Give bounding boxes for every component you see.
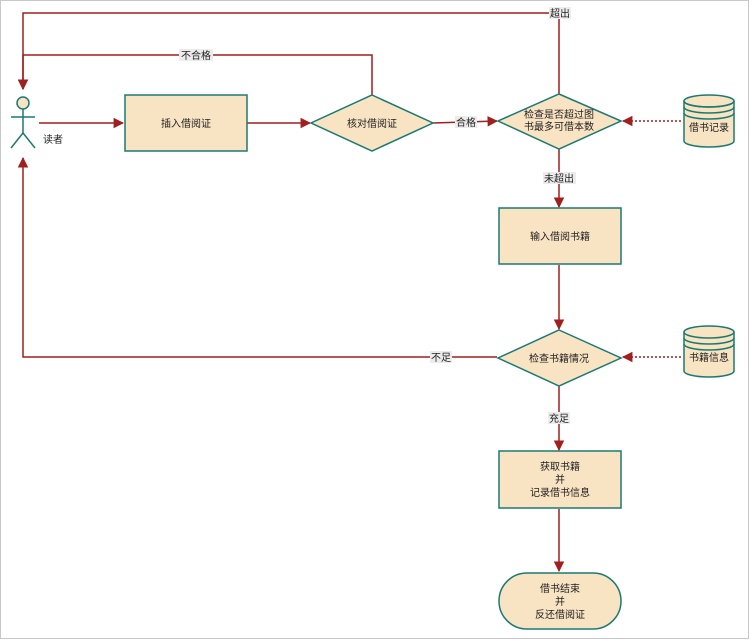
- label-unqualified: 不合格: [179, 49, 213, 62]
- svg-text:未超出: 未超出: [544, 172, 574, 185]
- label-qualified: 合格: [455, 116, 477, 129]
- node-verify-card: 核对借阅证: [309, 94, 435, 152]
- svg-text:书籍信息: 书籍信息: [689, 351, 729, 364]
- label-sufficient: 充足: [548, 412, 570, 425]
- label-insufficient: 不足: [430, 351, 452, 364]
- svg-text:充足: 充足: [549, 412, 569, 425]
- svg-text:并: 并: [555, 473, 565, 486]
- svg-text:反还借阅证: 反还借阅证: [535, 608, 585, 621]
- node-end: 借书结束 并 反还借阅证: [498, 572, 622, 630]
- db-borrow-record: 借书记录: [683, 94, 735, 148]
- svg-text:并: 并: [555, 595, 565, 608]
- label-exceed: 超出: [549, 7, 571, 20]
- svg-text:输入借阅书籍: 输入借阅书籍: [530, 230, 590, 243]
- svg-text:记录借书信息: 记录借书信息: [530, 486, 590, 499]
- svg-text:合格: 合格: [456, 116, 476, 129]
- node-input-book: 输入借阅书籍: [498, 207, 622, 265]
- node-insert-card: 插入借阅证: [124, 94, 248, 152]
- node-get-book: 获取书籍 并 记录借书信息: [498, 450, 622, 509]
- svg-text:借书结束: 借书结束: [540, 582, 580, 595]
- label-not-exceed: 未超出: [543, 172, 576, 185]
- db-book-info: 书籍信息: [683, 325, 735, 378]
- edge-exceed: [17, 12, 560, 95]
- svg-text:检查是否超过图: 检查是否超过图: [524, 108, 594, 121]
- svg-text:借书记录: 借书记录: [689, 122, 729, 134]
- svg-text:检查书籍情况: 检查书籍情况: [529, 352, 589, 365]
- node-check-book: 检查书籍情况: [496, 329, 623, 387]
- svg-text:核对借阅证: 核对借阅证: [347, 117, 397, 130]
- svg-text:插入借阅证: 插入借阅证: [161, 117, 211, 130]
- actor-head: [16, 96, 30, 110]
- actor-reader: 读者: [10, 96, 63, 149]
- svg-text:不足: 不足: [431, 352, 451, 364]
- actor-label: 读者: [43, 133, 63, 146]
- node-check-limit: 检查是否超过图 书最多可借本数: [496, 93, 623, 150]
- svg-text:书最多可借本数: 书最多可借本数: [524, 120, 594, 133]
- svg-text:不合格: 不合格: [181, 49, 211, 62]
- edge-insufficient: [17, 156, 497, 358]
- svg-text:获取书籍: 获取书籍: [540, 460, 580, 473]
- svg-text:超出: 超出: [550, 7, 570, 20]
